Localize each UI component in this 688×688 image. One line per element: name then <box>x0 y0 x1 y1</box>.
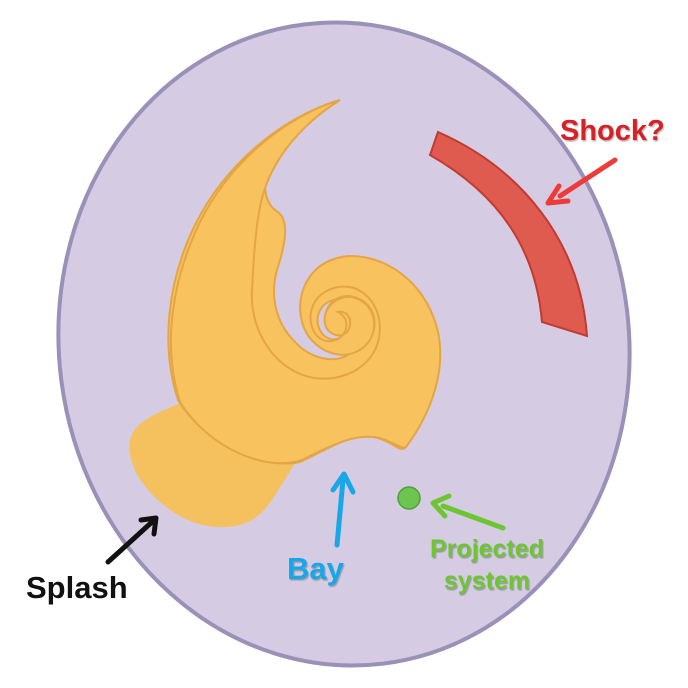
shock-arrow <box>545 157 618 206</box>
projected-label-line1: Projected <box>430 535 544 563</box>
projected-label-line2: system <box>444 567 530 595</box>
bay-label: Bay <box>287 551 345 586</box>
shock-arc <box>428 130 589 338</box>
spiral-body-outline <box>169 99 442 465</box>
splash-arrow <box>105 515 159 565</box>
shock-label: Shock? <box>560 115 665 147</box>
bay-arrow <box>330 471 356 548</box>
splash-label: Splash <box>26 570 128 605</box>
projected-system-dot <box>397 486 421 510</box>
projected-system-arrow <box>430 493 506 531</box>
splash-region <box>129 402 298 528</box>
